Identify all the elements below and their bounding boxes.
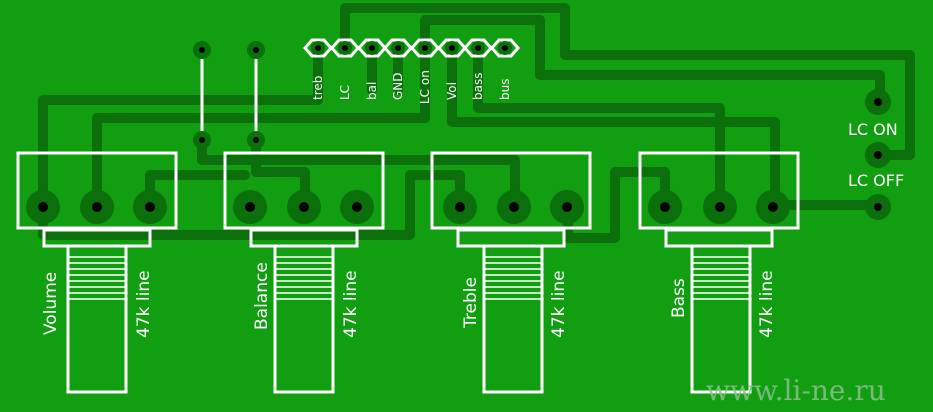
header-label-bus: bus — [498, 79, 512, 100]
pot-value-bass: 47k line — [757, 270, 777, 338]
header-pin — [330, 38, 360, 58]
pot-shaft — [482, 244, 544, 394]
header-label-lc: LC — [338, 85, 352, 100]
pot-value-treble: 47k line — [549, 270, 569, 338]
lc-switch: LC ON LC OFF — [848, 89, 904, 220]
header-pin — [437, 38, 467, 58]
pot-body — [223, 151, 385, 230]
trace-volume-mid — [92, 45, 430, 210]
pot-value-volume: 47k line — [134, 270, 154, 338]
pot-shaft — [690, 244, 752, 394]
pot-shaft — [273, 244, 335, 394]
lc-off-label: LC OFF — [848, 171, 904, 190]
trace-lc-on-feed — [420, 15, 885, 105]
header-connector: treb LC bal GND LC on Vol bass bus — [303, 38, 520, 104]
pot-name-volume: Volume — [41, 272, 61, 335]
header-label-vol: Vol — [445, 82, 459, 100]
header-pin — [357, 38, 387, 58]
header-pin — [410, 38, 440, 58]
pot-value-balance: 47k line — [341, 270, 361, 338]
wire-jumpers — [193, 41, 265, 149]
trace-vol-wiper — [447, 45, 780, 210]
trace-treble-right — [563, 167, 670, 243]
pot-bass: Bass 47k line — [638, 151, 800, 394]
pot-name-bass: Bass — [669, 278, 689, 318]
pot-body — [430, 151, 592, 230]
trace-bass-bus — [473, 45, 725, 210]
header-pin — [490, 38, 520, 58]
pot-shaft — [66, 244, 128, 394]
header-pin — [303, 38, 333, 58]
header-label-bass: bass — [471, 73, 485, 100]
watermark-text: www.li-ne.ru — [706, 374, 886, 407]
trace-jumper-b — [251, 135, 310, 210]
header-label-lc-on: LC on — [418, 70, 432, 104]
pot-name-balance: Balance — [252, 262, 272, 330]
pot-volume: Volume 47k line — [16, 151, 178, 394]
header-label-treb: treb — [311, 76, 325, 100]
trace-top-loop — [340, 3, 915, 160]
pot-balance: Balance 47k line — [223, 151, 385, 394]
pot-body — [16, 151, 178, 230]
header-pin — [383, 38, 413, 58]
header-label-gnd: GND — [391, 72, 405, 100]
pot-name-treble: Treble — [461, 277, 481, 329]
header-label-bal: bal — [365, 82, 379, 100]
trace-jumper-a — [197, 135, 520, 210]
header-pin — [463, 38, 493, 58]
lc-on-label: LC ON — [848, 120, 898, 139]
pot-body — [638, 151, 800, 230]
pot-treble: Treble 47k line — [430, 151, 592, 394]
